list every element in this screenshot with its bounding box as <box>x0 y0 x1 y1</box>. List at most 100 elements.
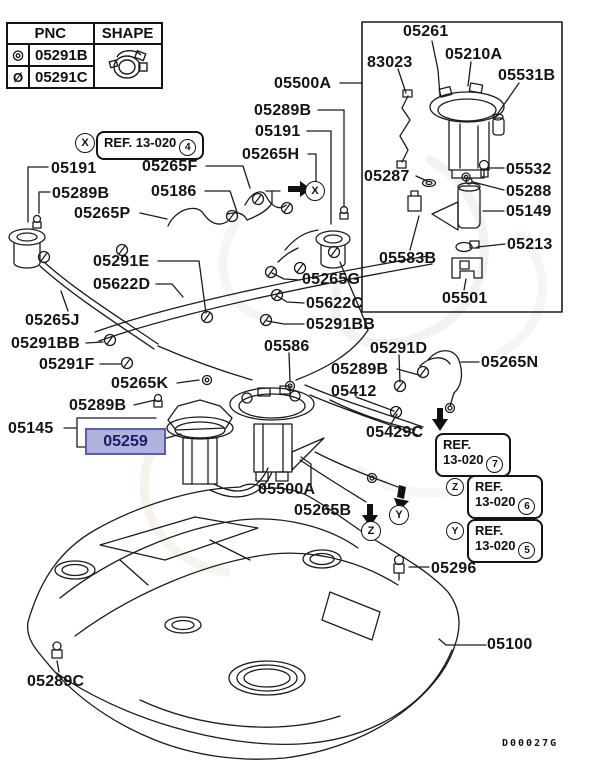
part-label-05500A-top: 05500A <box>274 75 332 92</box>
direction-arrows <box>288 181 448 527</box>
bolt-05532 <box>478 159 490 171</box>
part-label-05265B: 05265B <box>294 502 352 519</box>
part-label-05265H: 05265H <box>242 146 300 163</box>
pnc-header: PNC <box>6 22 95 45</box>
part-label-05289B-left: 05289B <box>52 185 110 202</box>
ref-code: 13-020 <box>135 135 177 150</box>
fuel-lines <box>39 190 463 503</box>
part-label-05289C: 05289C <box>27 673 85 690</box>
part-label-05149: 05149 <box>506 203 552 220</box>
part-label-05429C: 05429C <box>366 424 424 441</box>
clamp-symbol-slashed-circle: Ø <box>6 65 30 89</box>
fuel-pump-large <box>153 374 456 484</box>
part-label-05261: 05261 <box>403 23 449 40</box>
ref-word: REF. <box>104 135 133 150</box>
bolt-05289C <box>52 641 62 651</box>
part-label-05531B: 05531B <box>498 67 556 84</box>
fuel-pump-assembly-top <box>396 82 505 279</box>
part-label-05265K: 05265K <box>111 375 169 392</box>
fuel-sender-left <box>8 214 46 269</box>
part-label-05191-right: 05191 <box>255 123 301 140</box>
clip-05213 <box>455 241 473 253</box>
part-label-05583B: 05583B <box>379 250 437 267</box>
bracket-05501 <box>451 257 483 279</box>
part-label-05291D: 05291D <box>370 340 428 357</box>
marker-circle-x: X <box>75 133 95 153</box>
marker-circle-x-mid: X <box>305 181 325 201</box>
ref-code: 13-020 <box>475 538 516 553</box>
part-label-05296: 05296 <box>431 560 477 577</box>
fuel-sender-right <box>315 205 351 269</box>
ref-word: REF. <box>475 479 504 494</box>
part-label-05100: 05100 <box>487 636 533 653</box>
bolt-05296 <box>393 554 405 566</box>
clamp-symbol-double-circle: ◎ <box>6 43 30 67</box>
ref-num-4: 4 <box>179 139 197 156</box>
marker-circle-z-small: Z <box>446 478 464 496</box>
oring-05287 <box>421 178 437 188</box>
part-label-05412: 05412 <box>331 383 377 400</box>
marker-circle-z: Z <box>361 521 381 541</box>
part-label-05532: 05532 <box>506 161 552 178</box>
fuel-tank <box>26 483 460 760</box>
part-label-05500A-bottom: 05500A <box>258 481 316 498</box>
part-label-05622C: 05622C <box>306 295 364 312</box>
ref-num-7: 7 <box>486 456 504 473</box>
ref-word: REF. <box>475 523 504 538</box>
pnc-value: 05291B <box>28 43 95 67</box>
marker-circle-y-small: Y <box>446 522 464 540</box>
ref-word: REF. <box>443 437 472 452</box>
part-label-05586: 05586 <box>264 338 310 355</box>
marker-circle-y: Y <box>389 505 409 525</box>
sensor-05531B <box>492 117 505 136</box>
hose-05265N <box>427 350 463 394</box>
part-label-05259-highlighted[interactable]: 05259 <box>85 428 166 455</box>
clamp-legend-table: PNC SHAPE ◎ 05291B Ø 05291C <box>6 22 163 89</box>
part-label-05291E: 05291E <box>93 253 150 270</box>
part-label-05289B-top: 05289B <box>254 102 312 119</box>
assembly-box <box>361 21 563 313</box>
connector-05583B <box>407 195 422 212</box>
part-label-05287: 05287 <box>364 168 410 185</box>
ref-num-5: 5 <box>518 542 536 559</box>
arrow-down-ref7 <box>432 408 448 431</box>
part-label-05186: 05186 <box>151 183 197 200</box>
hose-05265H <box>244 191 287 209</box>
part-label-05291BB-left: 05291BB <box>11 335 81 352</box>
ref-code: 13-020 <box>443 452 484 467</box>
part-label-05622D: 05622D <box>93 276 151 293</box>
part-label-05145: 05145 <box>8 420 54 437</box>
part-label-05288: 05288 <box>506 183 552 200</box>
leader-lines <box>27 40 520 673</box>
fuel-pump-small <box>166 399 273 498</box>
part-label-05291F: 05291F <box>39 356 95 373</box>
wiring-harness-83023 <box>399 95 411 163</box>
part-label-05210A: 05210A <box>445 46 503 63</box>
part-label-05191-left: 05191 <box>51 160 97 177</box>
hose-05265P <box>167 207 229 227</box>
shape-header: SHAPE <box>92 22 163 45</box>
grommet-05288 <box>461 172 471 182</box>
part-label-05289B-mid: 05289B <box>69 397 127 414</box>
pnc-value: 05291C <box>28 65 95 89</box>
part-label-05265N: 05265N <box>481 354 539 371</box>
hose-clamp-icon <box>92 43 163 89</box>
ref-num-6: 6 <box>518 498 536 515</box>
clamp-markers <box>37 192 430 419</box>
table-row: Ø 05291C <box>6 65 162 89</box>
part-label-05265G: 05265G <box>302 271 361 288</box>
part-label-05265F: 05265F <box>142 158 198 175</box>
part-label-05265P: 05265P <box>74 205 131 222</box>
part-label-05265J: 05265J <box>25 312 80 329</box>
ref-code: 13-020 <box>475 494 516 509</box>
pump-05149 <box>457 185 481 229</box>
part-label-05289B-right: 05289B <box>331 361 389 378</box>
nut-05586 <box>284 380 296 392</box>
part-label-83023: 83023 <box>367 54 413 71</box>
